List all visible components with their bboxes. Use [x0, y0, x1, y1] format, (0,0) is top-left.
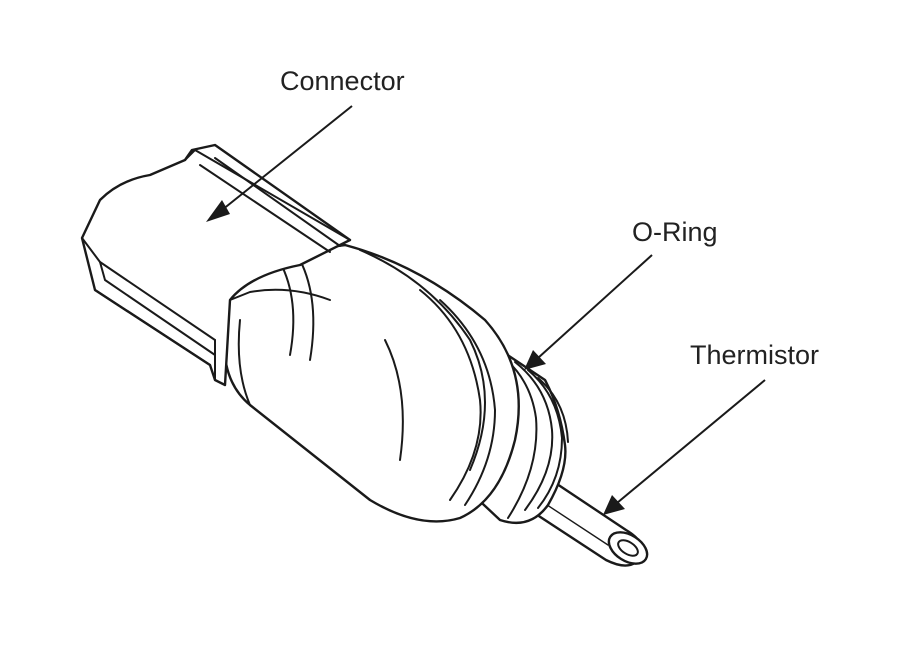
connector-arrowhead — [206, 200, 230, 222]
sensor-illustration — [80, 143, 649, 567]
connector-leader-line — [221, 105, 353, 211]
o-ring-callout: O-Ring — [524, 217, 718, 370]
thermistor-leader-line — [616, 379, 766, 504]
thermistor-label: Thermistor — [690, 340, 819, 370]
connector-housing — [80, 143, 352, 387]
main-body — [223, 243, 520, 523]
o-ring-arrowhead — [524, 350, 546, 370]
o-ring-label: O-Ring — [632, 217, 718, 247]
connector-label: Connector — [280, 66, 405, 96]
thermistor-arrowhead — [603, 495, 625, 515]
o-ring-leader-line — [537, 254, 653, 359]
thermistor-callout: Thermistor — [603, 340, 819, 515]
thermistor-tip — [617, 539, 639, 557]
connector-callout: Connector — [206, 66, 405, 222]
